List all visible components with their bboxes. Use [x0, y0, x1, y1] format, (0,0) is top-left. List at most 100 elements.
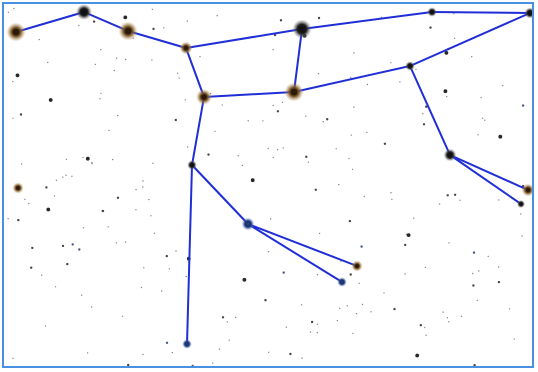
star	[340, 280, 343, 283]
constellation-line	[410, 66, 450, 155]
faint-star	[268, 352, 269, 353]
faint-star	[384, 143, 386, 145]
faint-star	[521, 235, 522, 236]
faint-star	[423, 123, 425, 125]
faint-star	[78, 248, 80, 250]
constellation-line	[192, 97, 204, 165]
faint-star	[163, 27, 164, 28]
faint-star	[7, 218, 8, 219]
faint-star	[66, 263, 68, 265]
faint-star	[390, 192, 391, 193]
constellation-line	[450, 155, 528, 190]
faint-star	[454, 38, 455, 39]
faint-star	[351, 134, 352, 135]
faint-star	[135, 189, 136, 190]
faint-star	[502, 85, 503, 86]
faint-star	[390, 62, 391, 63]
faint-star	[207, 153, 209, 155]
constellation-line	[192, 165, 248, 224]
faint-star	[100, 49, 101, 50]
faint-star	[337, 320, 338, 321]
faint-star	[264, 299, 266, 301]
faint-star	[141, 287, 142, 288]
faint-star	[150, 215, 151, 216]
faint-star	[353, 106, 354, 107]
faint-star	[28, 203, 29, 204]
faint-star	[366, 132, 367, 133]
faint-star	[17, 219, 19, 221]
faint-star	[100, 93, 101, 94]
faint-star	[31, 247, 33, 249]
faint-star	[214, 131, 215, 132]
faint-star	[39, 39, 40, 40]
faint-star	[99, 98, 100, 99]
faint-star	[177, 73, 178, 74]
faint-star	[55, 286, 56, 287]
faint-star	[152, 9, 153, 10]
faint-star	[472, 273, 473, 274]
faint-star	[46, 208, 50, 212]
faint-star	[283, 271, 285, 273]
faint-star	[488, 256, 489, 257]
faint-star	[93, 20, 95, 22]
faint-star	[317, 274, 318, 275]
faint-star	[117, 115, 118, 116]
faint-star	[217, 15, 218, 16]
faint-star	[482, 118, 483, 119]
faint-star	[367, 84, 368, 85]
faint-star	[161, 290, 162, 291]
faint-star	[243, 278, 247, 282]
faint-star	[311, 321, 313, 323]
faint-star	[472, 284, 474, 286]
faint-star	[520, 213, 521, 214]
faint-star	[446, 96, 447, 97]
faint-star	[319, 233, 320, 234]
faint-star	[175, 119, 177, 121]
faint-star	[45, 186, 47, 188]
faint-star	[125, 241, 126, 242]
faint-star	[305, 116, 306, 117]
star	[526, 188, 530, 192]
faint-star	[339, 308, 340, 309]
faint-star	[123, 16, 127, 20]
faint-star	[498, 135, 502, 139]
star-chart-frame	[2, 2, 534, 368]
faint-star	[326, 118, 328, 120]
faint-star	[370, 311, 371, 312]
faint-star	[273, 157, 274, 158]
faint-star	[199, 56, 200, 57]
faint-star	[248, 120, 249, 121]
faint-star	[81, 295, 82, 296]
constellation-line	[432, 12, 530, 13]
faint-star	[212, 362, 213, 363]
faint-star	[283, 147, 284, 148]
faint-star	[362, 304, 363, 305]
faint-star	[349, 220, 351, 222]
faint-star	[477, 300, 478, 301]
faint-star	[20, 113, 22, 115]
faint-star	[270, 218, 271, 219]
star	[408, 64, 411, 67]
faint-star	[461, 316, 462, 317]
faint-star	[350, 273, 352, 275]
star	[125, 28, 132, 35]
faint-star	[175, 250, 176, 251]
faint-star	[277, 110, 279, 112]
faint-star	[222, 104, 223, 105]
faint-star	[301, 304, 302, 305]
faint-star	[383, 292, 384, 293]
faint-star	[91, 162, 92, 163]
faint-star	[66, 159, 67, 160]
faint-star	[439, 203, 440, 204]
star-chart	[4, 4, 534, 368]
star	[291, 89, 298, 96]
faint-star	[62, 245, 64, 247]
faint-star	[289, 353, 291, 355]
star	[448, 153, 452, 157]
faint-star	[187, 20, 188, 21]
faint-star	[498, 199, 499, 200]
faint-star	[242, 165, 243, 166]
star	[16, 186, 20, 190]
faint-star	[498, 266, 499, 267]
faint-star	[222, 316, 224, 318]
